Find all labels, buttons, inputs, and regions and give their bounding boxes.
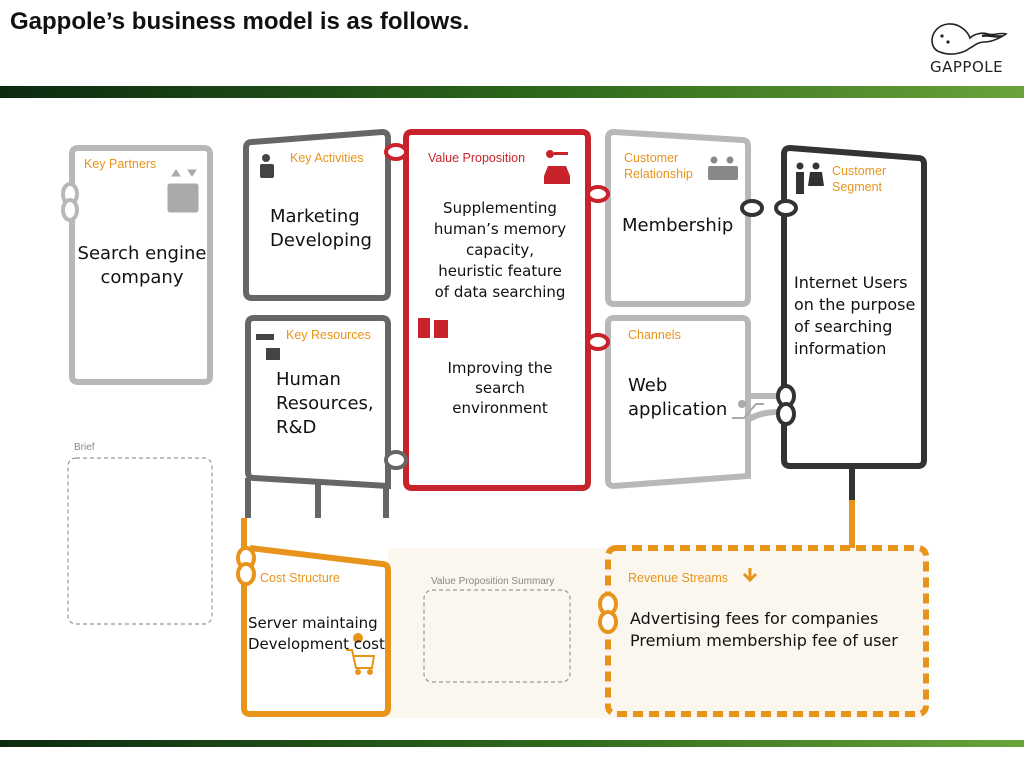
value-proposition-line: environment — [452, 399, 548, 417]
channels-header: Channels — [628, 328, 681, 342]
key-resources-content: Human Resources, R&D — [276, 368, 374, 440]
gappole-logo-icon — [931, 23, 1008, 55]
customer-segment-line: on the purpose — [794, 295, 916, 314]
revenue-streams-line: Premium membership fee of user — [630, 631, 898, 650]
customer-relationship-header-line: Customer — [624, 151, 679, 165]
channels-content: Web application — [628, 374, 727, 422]
key-car-icon — [544, 150, 570, 184]
customer-relationship-header-line: Relationship — [624, 167, 693, 181]
key-partners-line: Search engine — [77, 243, 207, 264]
value-proposition-line: heuristic feature — [438, 262, 562, 280]
value-proposition-box — [403, 129, 591, 491]
key-resources-box — [245, 315, 391, 490]
value-proposition-content-1: Supplementing human’s memory capacity, h… — [414, 198, 586, 303]
channels-line: Web — [628, 375, 668, 396]
channels-line: application — [628, 399, 728, 420]
people-talking-icon — [708, 156, 738, 180]
revenue-streams-line: Advertising fees for companies — [630, 609, 879, 628]
escalator-icon — [732, 400, 764, 419]
cart-icon — [346, 633, 376, 675]
key-activities-content: Marketing Developing — [270, 205, 372, 253]
cost-structure-line: Server maintaing — [248, 614, 378, 632]
tap-icon — [256, 334, 280, 360]
connector-joints — [61, 143, 798, 634]
customer-segment-line: Internet Users — [794, 273, 908, 292]
brief-box — [67, 457, 213, 625]
key-activities-box — [243, 128, 391, 301]
revenue-streams-content: Advertising fees for companies Premium m… — [630, 608, 898, 652]
footer-divider — [0, 740, 1024, 747]
worker-icon — [260, 154, 274, 178]
value-proposition-line: Improving the — [447, 359, 553, 377]
key-resources-header: Key Resources — [286, 328, 371, 342]
customer-segment-line: information — [794, 339, 887, 358]
key-resources-line: Resources, — [276, 393, 374, 414]
people-icon — [796, 162, 824, 194]
value-proposition-line: search — [475, 379, 525, 397]
value-proposition-line: Supplementing — [443, 199, 557, 217]
cost-structure-content: Server maintaing Development cost — [248, 613, 385, 655]
page-title: Gappole’s business model is as follows. — [10, 8, 470, 35]
revenue-streams-header: Revenue Streams — [628, 571, 729, 585]
cost-structure-header: Cost Structure — [260, 571, 340, 585]
customer-segment-content: Internet Users on the purpose of searchi… — [794, 272, 915, 360]
value-proposition-header: Value Proposition — [428, 151, 526, 165]
value-proposition-line: of data searching — [434, 283, 566, 301]
key-partners-content: Search engine company — [76, 242, 208, 290]
value-proposition-summary-header: Value Proposition Summary — [431, 576, 555, 587]
customer-relationship-box — [605, 128, 751, 307]
brief-header: Brief — [74, 442, 95, 453]
elevator-icon — [167, 169, 199, 213]
bottom-shade — [388, 548, 928, 718]
value-proposition-line: capacity, — [465, 241, 535, 259]
header-divider — [0, 86, 1024, 98]
key-activities-line: Marketing — [270, 206, 360, 227]
down-arrow-icon — [742, 568, 758, 583]
logo-text: GAPPOLE — [930, 58, 1004, 76]
customer-segment-header-line: Customer — [832, 164, 887, 178]
key-activities-header: Key Activities — [290, 151, 364, 165]
key-partners-box — [69, 145, 213, 385]
key-partners-line: company — [100, 267, 184, 288]
customer-relationship-header: Customer Relationship — [624, 150, 693, 182]
value-proposition-content-2: Improving the search environment — [414, 358, 586, 418]
customer-segment-header: Customer Segment — [832, 163, 886, 195]
cost-structure-line: Development cost — [248, 635, 385, 653]
key-resources-line: Human — [276, 369, 341, 390]
customer-segment-box — [781, 144, 927, 469]
customer-relationship-content: Membership — [622, 215, 734, 236]
key-activities-line: Developing — [270, 230, 372, 251]
key-resources-line: R&D — [276, 417, 317, 438]
gift-icon — [418, 318, 448, 338]
cost-structure-box — [241, 518, 391, 717]
customer-segment-line: of searching — [794, 317, 893, 336]
key-partners-header: Key Partners — [84, 157, 157, 171]
value-proposition-line: human’s memory — [433, 220, 567, 238]
value-proposition-summary-box — [423, 589, 571, 683]
customer-segment-header-line: Segment — [832, 180, 883, 194]
channels-box — [605, 315, 751, 490]
